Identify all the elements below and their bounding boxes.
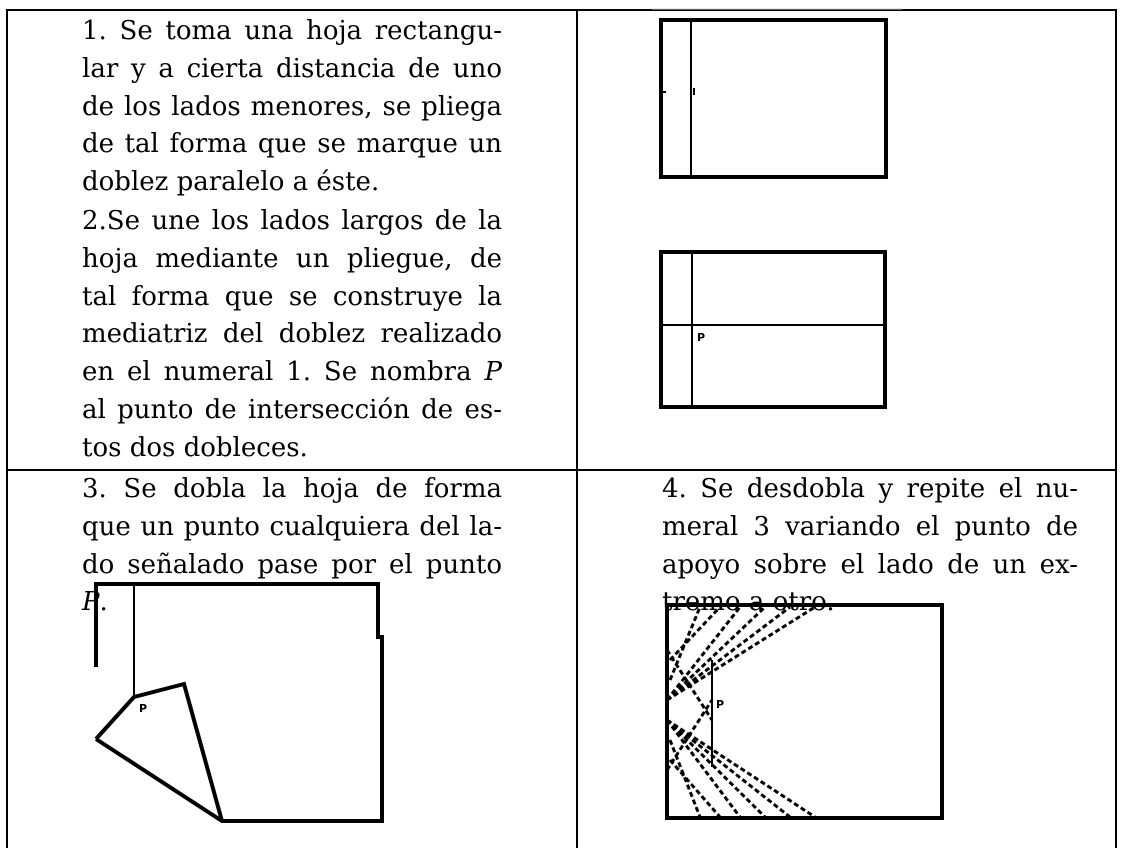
table-left-rule bbox=[6, 9, 8, 848]
step-2-line-4: mediatriz del doblez realizado bbox=[82, 319, 502, 350]
step-2-line-5: en el numeral 1. Se nombra P bbox=[82, 354, 502, 392]
step-3-end: . bbox=[99, 587, 108, 618]
step-3-line-4: P. bbox=[82, 584, 502, 622]
step-2-text: 2.Se une los lados largos de la hoja med… bbox=[82, 203, 502, 468]
step-4-line-4: tremo a otro. bbox=[662, 587, 835, 618]
step-2-line-7: tos dos dobleces. bbox=[82, 432, 308, 463]
step-2-line-1: 2.Se une los lados largos de la bbox=[82, 206, 502, 236]
table-center-rule bbox=[576, 9, 578, 848]
step-4-line-1: 4. Se desdobla y repite el nu- bbox=[662, 474, 1078, 504]
step-2-line-5-text: en el numeral 1. Se nombra bbox=[82, 357, 472, 388]
step-4-text: 4. Se desdobla y repite el nu- meral 3 v… bbox=[662, 471, 1078, 622]
step-1-line-1: 1. Se toma una hoja rectangu- bbox=[82, 16, 502, 46]
step-3-variable: P bbox=[82, 587, 100, 618]
step-2-line-2: hoja mediante un pliegue, de bbox=[82, 243, 502, 274]
figure-2-label: P bbox=[697, 331, 705, 344]
figure-2-sheet bbox=[659, 250, 887, 409]
step-3-line-3: do señalado pase por el punto bbox=[82, 549, 502, 580]
figure-4-label: P bbox=[716, 698, 724, 711]
table-right-rule bbox=[1115, 9, 1117, 848]
step-3-line-1: 3. Se dobla la hoja de forma bbox=[82, 474, 502, 504]
step-1-text: 1. Se toma una hoja rectangu- lar y a ci… bbox=[82, 13, 502, 202]
table-top-rule bbox=[6, 9, 1117, 11]
step-1-line-5: doblez paralelo a éste. bbox=[82, 167, 380, 198]
step-4-line-3: apoyo sobre el lado de un ex- bbox=[662, 549, 1078, 580]
step-2-line-6: al punto de intersección de es- bbox=[82, 394, 502, 425]
figure-4-sheet bbox=[665, 603, 944, 820]
step-2-variable: P bbox=[484, 357, 503, 388]
figure-4-crease-lines bbox=[665, 605, 816, 819]
figure-3-label: P bbox=[139, 702, 147, 715]
figure-1-sheet bbox=[659, 18, 888, 179]
figure-3-flap bbox=[94, 681, 224, 822]
step-4-line-2: meral 3 variando el punto de bbox=[662, 511, 1078, 542]
step-3-text: 3. Se dobla la hoja de forma que un punt… bbox=[82, 471, 502, 622]
step-2-line-3: tal forma que se construye la bbox=[82, 281, 502, 312]
table-middle-rule bbox=[6, 469, 1117, 471]
step-1-line-3: de los lados menores, se pliega bbox=[82, 91, 502, 122]
step-1-line-4: de tal forma que se marque un bbox=[82, 129, 502, 160]
step-1-line-2: lar y a cierta distancia de uno bbox=[82, 53, 502, 84]
step-3-line-2: que un punto cualquiera del la- bbox=[82, 511, 502, 542]
